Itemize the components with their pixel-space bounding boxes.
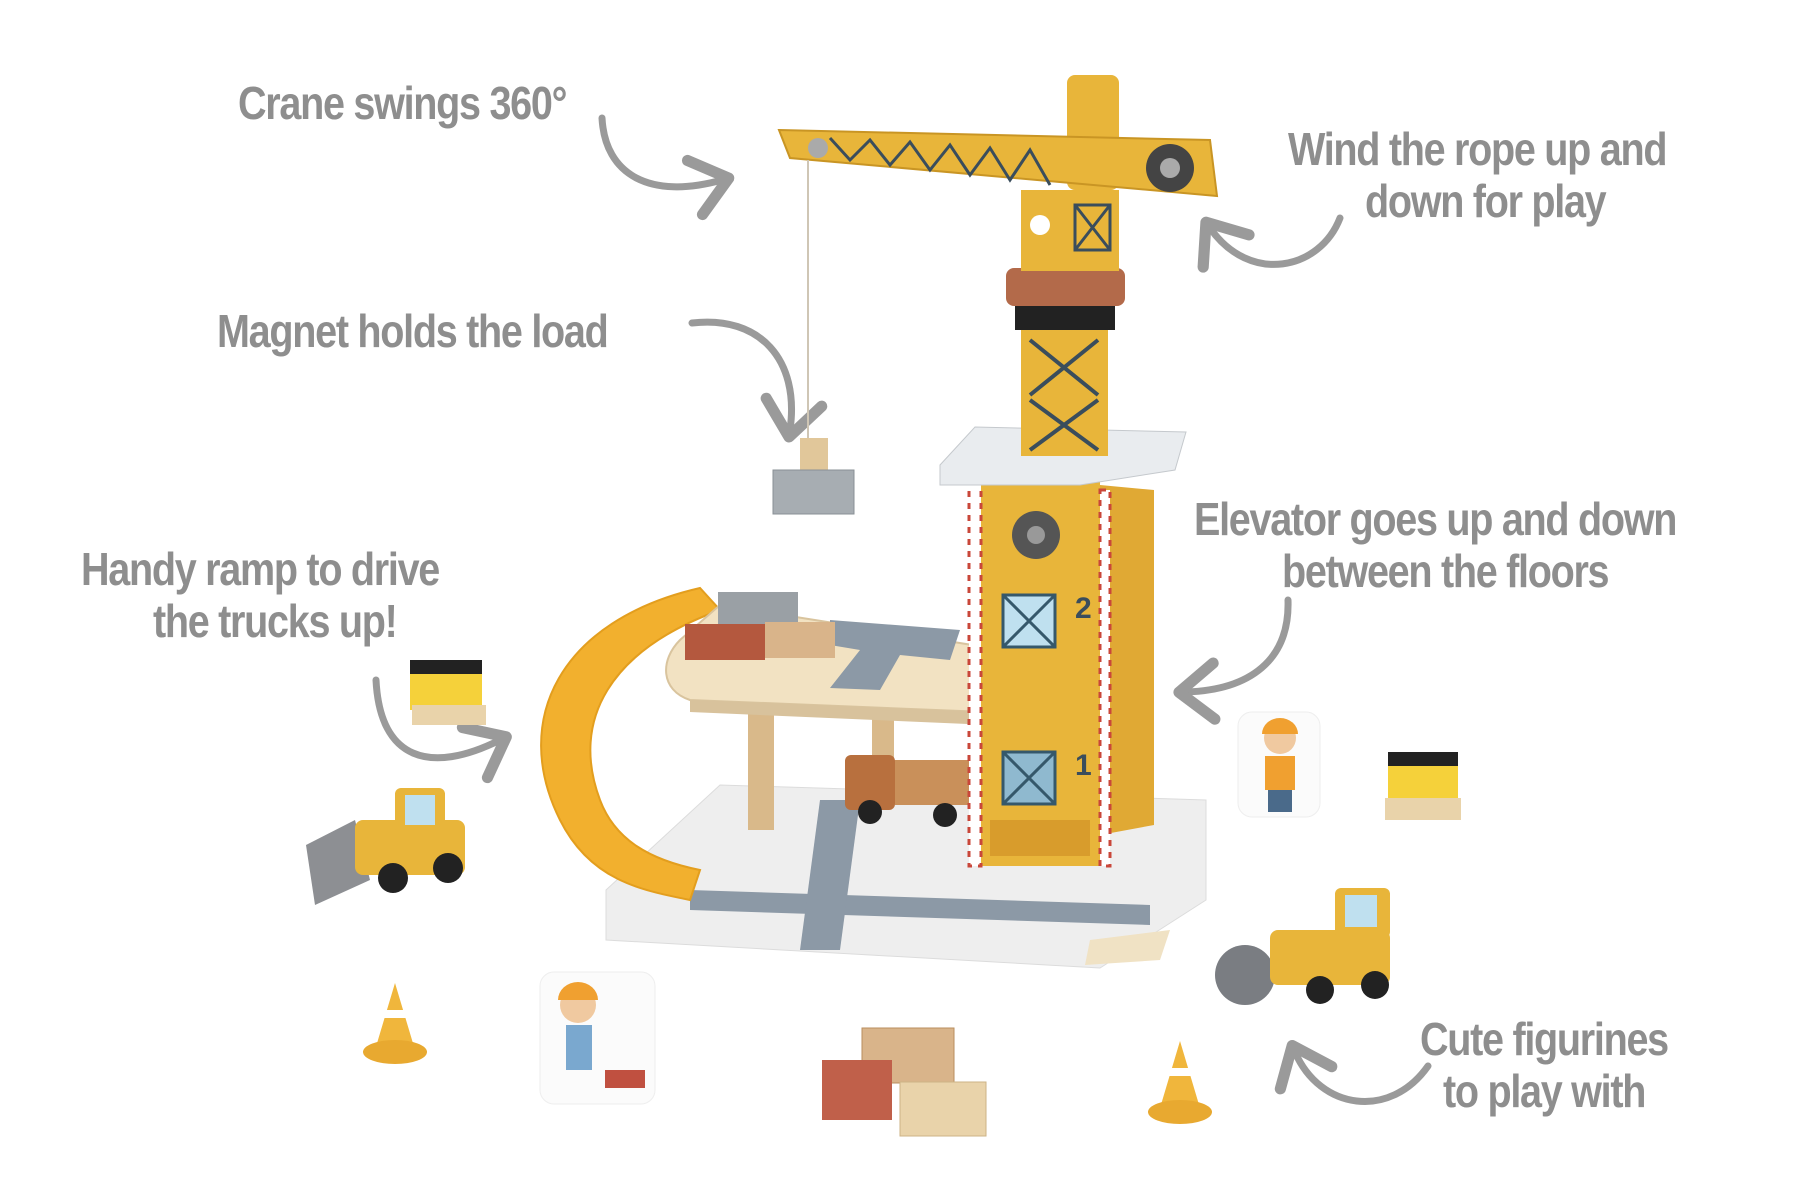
- arrow-ramp: [372, 676, 512, 784]
- elevator-annotation-line2: between the floors: [1282, 545, 1610, 597]
- ramp: [540, 586, 722, 902]
- barrier: [410, 660, 486, 725]
- arrow-magnet: [688, 318, 828, 443]
- magnet-annotation: Magnet holds the load: [217, 305, 609, 357]
- rope-annotation-line2: down for play: [1365, 175, 1607, 227]
- floor-1-number: 1: [1075, 749, 1092, 782]
- ramp-annotation-line1: Handy ramp to drive: [81, 543, 440, 595]
- crane-annotation: Crane swings 360°: [238, 77, 567, 129]
- arrow-crane: [598, 114, 735, 221]
- arrow-figurines: [1274, 1039, 1432, 1105]
- upper-floor: [665, 592, 1069, 728]
- elevator-tower: [967, 477, 1154, 868]
- elevator-annotation-line1: Elevator goes up and down: [1194, 493, 1677, 545]
- crane: [777, 75, 1219, 456]
- figurines-annotation-line1: Cute figurines: [1420, 1013, 1669, 1065]
- arrow-elevator: [1173, 596, 1292, 725]
- brick-blocks: [822, 1027, 987, 1137]
- road-roller: [1215, 888, 1390, 1005]
- arrow-rope: [1197, 214, 1344, 273]
- floor-2-number: 2: [1075, 592, 1092, 625]
- worker-figurine: [539, 971, 656, 1105]
- ramp-annotation-line2: the trucks up!: [153, 595, 398, 647]
- traffic-cone: [1148, 1041, 1212, 1124]
- barrier: [1385, 752, 1461, 820]
- traffic-cone: [363, 983, 427, 1064]
- rope-annotation-line1: Wind the rope up and: [1288, 123, 1668, 175]
- dump-truck: [845, 755, 970, 827]
- bulldozer: [306, 788, 465, 905]
- worker-figurine: [1237, 711, 1321, 818]
- magnet-load: [772, 438, 855, 515]
- figurines-annotation-line2: to play with: [1443, 1065, 1646, 1117]
